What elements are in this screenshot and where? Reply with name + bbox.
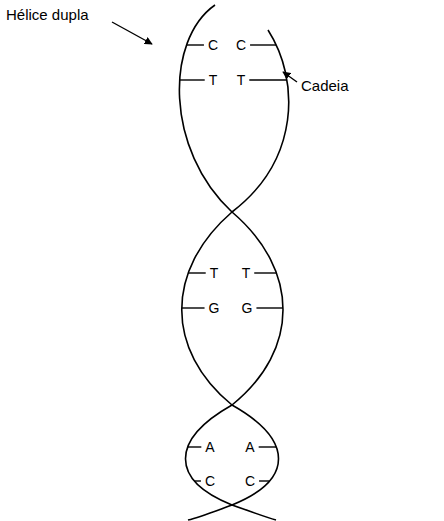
base-pair-rung [187, 44, 204, 45]
base-letter: C [245, 474, 255, 488]
base-letter: T [237, 73, 246, 87]
dna-strand [182, 30, 289, 520]
base-letter: G [209, 301, 220, 315]
leader-arrow [112, 22, 152, 44]
base-letter: T [210, 266, 219, 280]
base-letter: A [245, 440, 254, 454]
base-letter: A [205, 440, 214, 454]
base-letter: G [242, 301, 253, 315]
helix-label: Hélice dupla [6, 7, 89, 22]
base-pair-rung [180, 79, 205, 80]
base-pair-rung [259, 446, 277, 447]
base-pair-rung [254, 272, 276, 273]
base-letter: C [208, 38, 218, 52]
base-pair-rung [188, 446, 202, 447]
dna-strand [179, 5, 283, 520]
base-letter: C [205, 474, 215, 488]
strand-label: Cadeia [301, 78, 349, 93]
base-pair-rung [249, 79, 287, 80]
base-pair-rung [188, 272, 205, 273]
base-letter: C [236, 38, 246, 52]
base-letter: T [242, 266, 251, 280]
base-pair-rung [259, 480, 269, 481]
base-pair-rung [256, 307, 283, 308]
base-letter: T [209, 73, 218, 87]
base-pair-rung [182, 307, 205, 308]
base-pair-rung [250, 44, 276, 45]
base-pair-rung [195, 480, 201, 481]
